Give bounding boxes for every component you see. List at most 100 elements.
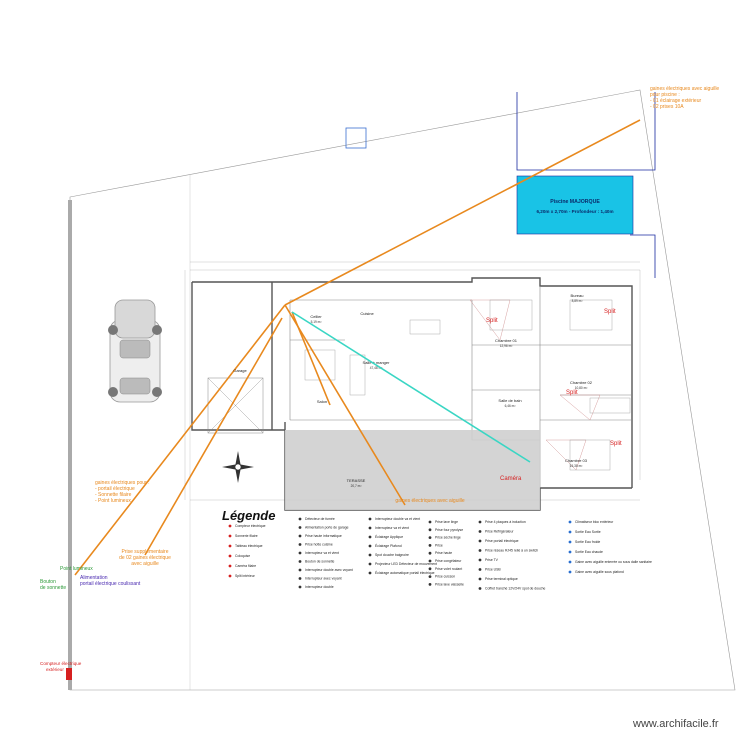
svg-text:- portail électrique: - portail électrique bbox=[95, 486, 135, 492]
legend-item: Interrupteur avec voyant bbox=[305, 577, 342, 581]
legend-item: Prise Réfrigérateur bbox=[485, 530, 514, 534]
legend-item: Prise haute bbox=[435, 551, 452, 555]
legend-item: Prise USB bbox=[485, 568, 501, 572]
legend-item: Prise sèche linge bbox=[435, 536, 461, 540]
svg-text:- Point lumineux: - Point lumineux bbox=[95, 498, 131, 504]
legend-item: Gaine avec aiguille sous plafond bbox=[575, 570, 624, 574]
sheath-lines-orange bbox=[74, 119, 641, 576]
legend-symbol-icon bbox=[368, 562, 372, 566]
legend-symbol-icon bbox=[368, 553, 372, 557]
room-name: Salle de bain bbox=[498, 398, 521, 403]
svg-text:- 02 prises 10A: - 02 prises 10A bbox=[650, 104, 684, 110]
legend-item: Sonnerie filaire bbox=[235, 534, 258, 538]
legend-item: Compteur électrique bbox=[235, 524, 266, 528]
terrace bbox=[285, 430, 540, 510]
legend-item: Prise lave linge bbox=[435, 520, 458, 524]
room-area: 47,48 m² bbox=[370, 366, 383, 370]
legend-item: Sortie Eau chaude bbox=[575, 550, 603, 554]
svg-text:Prise supplémentaire: Prise supplémentaire bbox=[122, 549, 169, 555]
legend-item: Projecteur LED Détecteur de mouvement bbox=[375, 562, 437, 566]
room-name: Chambre 03 bbox=[565, 458, 588, 463]
legend-symbol-icon bbox=[228, 534, 232, 538]
legend-symbol-icon bbox=[428, 575, 432, 578]
legend-symbol-icon bbox=[478, 568, 482, 571]
legend-symbol-icon bbox=[428, 567, 432, 571]
pool-dims: 6,20m x 2,70m - Profondeur : 1,40m bbox=[536, 209, 613, 214]
legend-symbol-icon bbox=[228, 554, 232, 558]
sheath-lines-cyan bbox=[291, 311, 531, 463]
legend-symbol-icon bbox=[478, 530, 482, 533]
compass-icon bbox=[222, 451, 254, 483]
pool-title: Piscine MAJORQUE bbox=[550, 199, 600, 205]
svg-text:- Sonnette filaire: - Sonnette filaire bbox=[95, 492, 132, 498]
legend-symbol-icon bbox=[478, 539, 482, 543]
legend-symbol-icon bbox=[428, 544, 432, 547]
legend-col3: Interrupteur double va et vientInterrupt… bbox=[368, 517, 437, 575]
legend-symbol-icon bbox=[298, 560, 302, 563]
split-label: Split bbox=[486, 318, 498, 324]
legend-symbol-icon bbox=[228, 564, 232, 568]
legend-symbol-icon bbox=[228, 544, 232, 548]
room-name: Salon bbox=[317, 399, 327, 404]
legend-item: Prise lave vaisselle bbox=[435, 582, 464, 586]
house-walls bbox=[191, 277, 633, 511]
legend-symbol-icon bbox=[478, 587, 482, 590]
compteur-icon bbox=[66, 668, 72, 680]
car-icon bbox=[108, 299, 162, 403]
footer-watermark: www.archifacile.fr bbox=[633, 718, 719, 730]
legend-symbol-icon bbox=[298, 534, 302, 538]
split-label: Split bbox=[566, 390, 578, 396]
legend-item: Climatiseur bloc extérieur bbox=[575, 520, 614, 524]
legend-symbol-icon bbox=[298, 551, 302, 555]
legend-item: Caméra filaire bbox=[235, 564, 256, 568]
svg-text:extérieur: extérieur bbox=[46, 667, 64, 672]
room-area: 8,89 m² bbox=[572, 299, 583, 303]
legend-item: Prise terminal optique bbox=[485, 577, 518, 581]
legend-item: Prise haute informatique bbox=[305, 534, 342, 538]
legend-item: Alimentation porte de garage bbox=[305, 526, 349, 530]
annotation-extra-sheaths: Prise supplémentaire de 02 gaines électr… bbox=[119, 549, 171, 567]
legend-item: Gaine avec aiguille enterrée ou sous dal… bbox=[575, 560, 652, 564]
room-area: 20,7 m² bbox=[351, 484, 362, 488]
legend-item: Interrupteur va et vient bbox=[375, 526, 409, 530]
annotation-terrace-sheaths: gaines électriques avec aiguille bbox=[395, 498, 464, 504]
room-name: Salle à manger bbox=[363, 360, 391, 365]
legend-symbol-icon bbox=[428, 583, 432, 586]
svg-text:- 01 éclairage extérieur: - 01 éclairage extérieur bbox=[650, 98, 701, 104]
room-area: 5,19 m² bbox=[311, 320, 322, 324]
legend-item: Sortie Eau Sortie bbox=[575, 530, 601, 534]
legend-symbol-icon bbox=[568, 570, 572, 574]
legend-item: Bouton de sonnette bbox=[305, 560, 335, 564]
legend-symbol-icon bbox=[368, 526, 372, 530]
room-area: 12,96 m² bbox=[500, 344, 513, 348]
legend-symbol-icon bbox=[428, 528, 432, 532]
annotation-bouton: Bouton bbox=[40, 579, 56, 585]
split-label: Split bbox=[604, 309, 616, 315]
legend-item: Sortie Eau froide bbox=[575, 540, 600, 544]
legend-item: Prise portail électrique bbox=[485, 539, 519, 543]
legend-symbol-icon bbox=[368, 571, 372, 575]
legend-item: Interrupteur double avec voyant bbox=[305, 568, 353, 572]
legend-symbol-icon bbox=[568, 550, 572, 554]
legend-symbol-icon bbox=[228, 574, 232, 578]
svg-text:pour piscine :: pour piscine : bbox=[650, 92, 680, 98]
legend-symbol-icon bbox=[228, 524, 232, 528]
legend-symbol-icon bbox=[298, 585, 302, 589]
svg-text:gaines électriques pour :: gaines électriques pour : bbox=[95, 480, 149, 486]
room-area: 6,46 m² bbox=[505, 404, 516, 408]
legend-symbol-icon bbox=[298, 568, 302, 572]
legend-item: Prise 4 plaques à induction bbox=[485, 520, 526, 524]
room-name: Bureau bbox=[571, 293, 584, 298]
annotation-pool-sheaths: gaines électriques avec aiguille pour pi… bbox=[650, 86, 719, 110]
legend-item: Spot douche baignoire bbox=[375, 553, 409, 557]
room-name: TERASSE bbox=[347, 478, 366, 483]
legend-symbol-icon bbox=[568, 540, 572, 544]
legend-symbol-icon bbox=[298, 526, 302, 529]
annotation-alimentation: Alimentation bbox=[80, 575, 108, 581]
garage-label: Garage bbox=[233, 368, 247, 373]
parcel-boundary bbox=[69, 89, 736, 691]
annotation-point-lumineux: Point lumineux bbox=[60, 566, 93, 572]
legend-symbol-icon bbox=[428, 559, 432, 563]
